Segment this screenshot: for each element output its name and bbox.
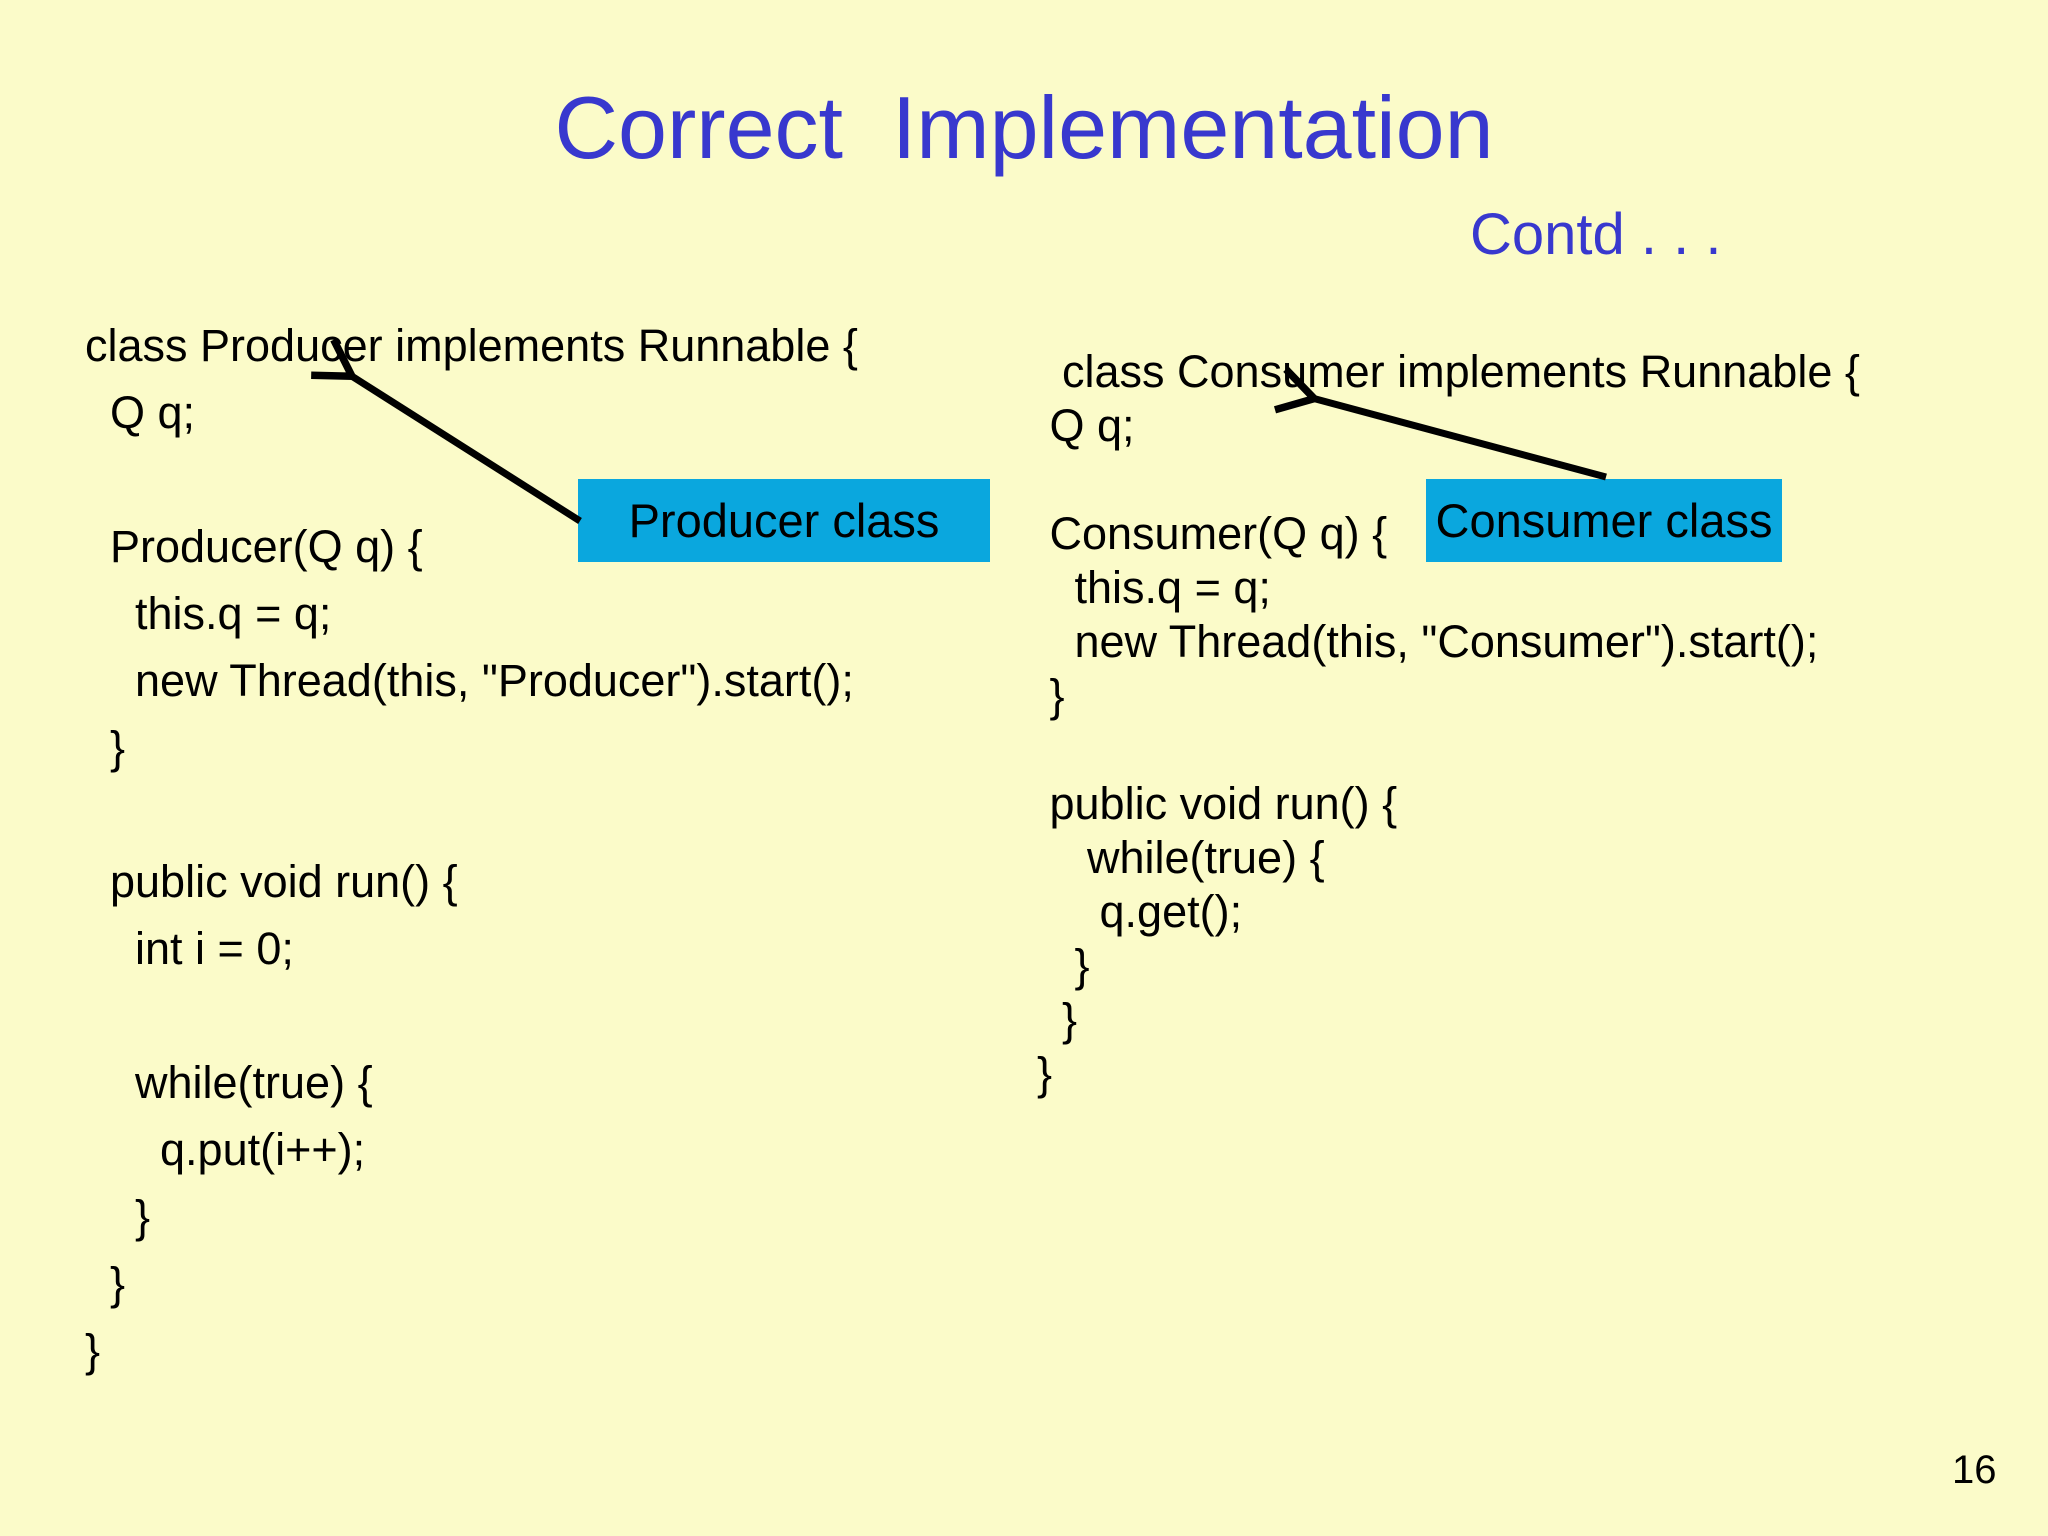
code-line: public void run() { bbox=[85, 856, 458, 907]
producer-class-callout: Producer class bbox=[578, 479, 990, 562]
code-line: while(true) { bbox=[85, 1057, 373, 1108]
code-line: new Thread(this, "Consumer").start(); bbox=[1037, 616, 1819, 667]
consumer-class-callout: Consumer class bbox=[1426, 479, 1782, 562]
code-line: q.put(i++); bbox=[85, 1124, 366, 1175]
consumer-code-block: class Consumer implements Runnable { Q q… bbox=[1037, 345, 1860, 1101]
code-line bbox=[85, 982, 858, 1049]
code-line: this.q = q; bbox=[85, 588, 332, 639]
code-line bbox=[1037, 723, 1860, 777]
code-line: class Consumer implements Runnable { bbox=[1037, 346, 1860, 397]
producer-code-block: class Producer implements Runnable { Q q… bbox=[85, 312, 858, 1384]
code-line: } bbox=[85, 722, 126, 773]
code-line: public void run() { bbox=[1037, 778, 1398, 829]
code-line: } bbox=[1037, 1048, 1053, 1099]
code-line: } bbox=[85, 1191, 151, 1242]
code-line: } bbox=[1037, 670, 1065, 721]
code-line: Consumer(Q q) { bbox=[1037, 508, 1388, 559]
code-line: Q q; bbox=[85, 387, 196, 438]
code-line: } bbox=[85, 1258, 126, 1309]
code-line: } bbox=[85, 1325, 101, 1376]
slide-title: Correct Implementation bbox=[554, 78, 1494, 177]
code-line: Q q; bbox=[1037, 400, 1135, 451]
contd-label: Contd . . . bbox=[1470, 202, 1722, 267]
code-line: } bbox=[1037, 940, 1090, 991]
code-line: this.q = q; bbox=[1037, 562, 1271, 613]
code-line: while(true) { bbox=[1037, 832, 1325, 883]
code-line: Producer(Q q) { bbox=[85, 521, 423, 572]
code-line: new Thread(this, "Producer").start(); bbox=[85, 655, 854, 706]
code-line: class Producer implements Runnable { bbox=[85, 320, 858, 371]
code-line bbox=[85, 781, 858, 848]
code-line: q.get(); bbox=[1037, 886, 1243, 937]
page-number: 16 bbox=[1952, 1448, 1997, 1492]
code-line: int i = 0; bbox=[85, 923, 294, 974]
code-line: } bbox=[1037, 994, 1078, 1045]
